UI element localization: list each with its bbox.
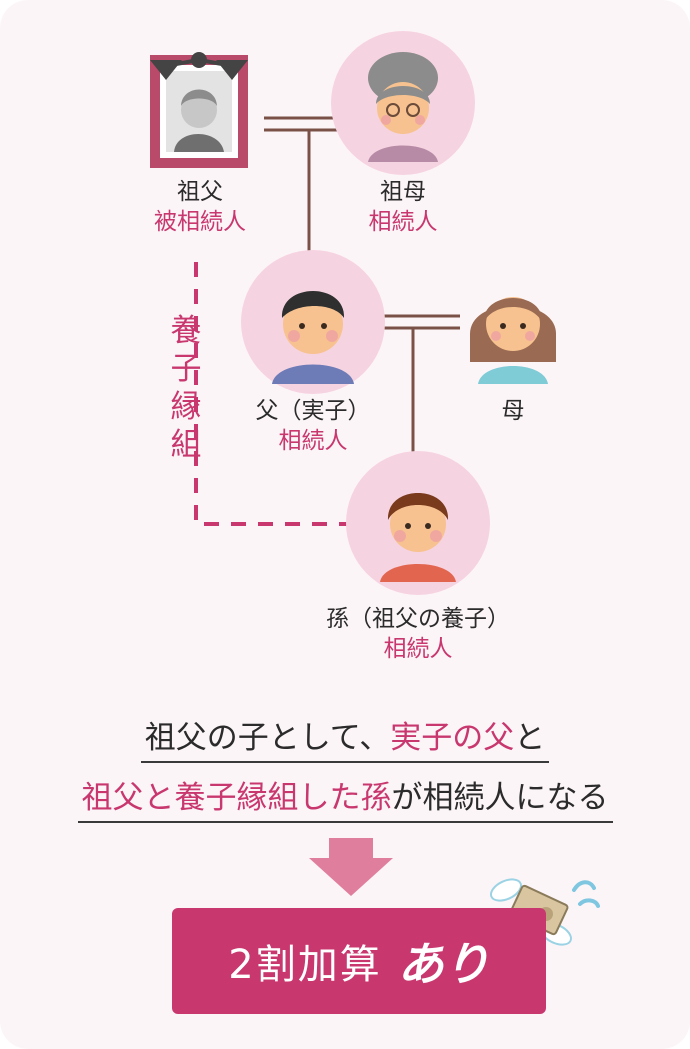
mother-avatar: [470, 297, 556, 384]
father-avatar: [241, 250, 385, 394]
grandfather-label: 祖父 被相続人: [120, 177, 280, 237]
explanation-line-2-underline: 祖父と養子縁組した孫が相続人になる: [77, 772, 613, 823]
mother-label: 母: [473, 396, 553, 426]
grandfather-role: 被相続人: [154, 209, 246, 235]
result-box: 2割加算 あり: [172, 908, 546, 1014]
explanation-line-1-highlight: 実子の父: [390, 720, 515, 756]
explanation-line-2-tail: が相続人になる: [391, 780, 609, 816]
explanation-line-1-tail: と: [514, 720, 546, 756]
adoption-label-char: 縁: [170, 389, 202, 425]
explanation-line-1-underline: 祖父の子として、実子の父と: [140, 712, 550, 763]
father-role: 相続人: [278, 428, 348, 454]
adoption-label-char: 子: [170, 351, 202, 387]
grandmother-name: 祖母: [380, 179, 426, 205]
father-label: 父（実子） 相続人: [233, 396, 393, 456]
grandmother-role: 相続人: [368, 209, 438, 235]
grandmother-avatar: [331, 31, 475, 175]
down-arrow-icon: [309, 838, 393, 896]
adoption-dashed-line: [194, 262, 352, 526]
grandmother-label: 祖母 相続人: [323, 177, 483, 237]
mother-name: 母: [501, 398, 525, 424]
result-text: 2割加算 あり: [172, 908, 546, 1014]
explanation-line-1: 祖父の子として、実子の父と: [0, 712, 690, 763]
explanation-line-2-highlight: 祖父と養子縁組した孫: [81, 780, 392, 816]
result-emphasis: あり: [397, 937, 490, 991]
adoption-label-char: 組: [170, 427, 202, 463]
grandchild-role: 相続人: [383, 636, 453, 662]
explanation-line-1-text: 祖父の子として、: [144, 720, 391, 756]
grandchild-avatar: [346, 451, 490, 595]
grandchild-label: 孫（祖父の養子） 相続人: [298, 604, 538, 664]
result-label: 2割加算: [228, 942, 382, 988]
adoption-label-char: 養: [170, 313, 202, 349]
grandchild-name: 孫（祖父の養子）: [326, 606, 510, 632]
grandfather-portrait: [150, 52, 248, 168]
adoption-label: 養 子 縁 組: [166, 312, 206, 464]
father-name: 父（実子）: [255, 398, 371, 424]
grandfather-name: 祖父: [177, 179, 223, 205]
explanation-line-2: 祖父と養子縁組した孫が相続人になる: [0, 772, 690, 823]
marriage-line-parents: [370, 314, 460, 330]
